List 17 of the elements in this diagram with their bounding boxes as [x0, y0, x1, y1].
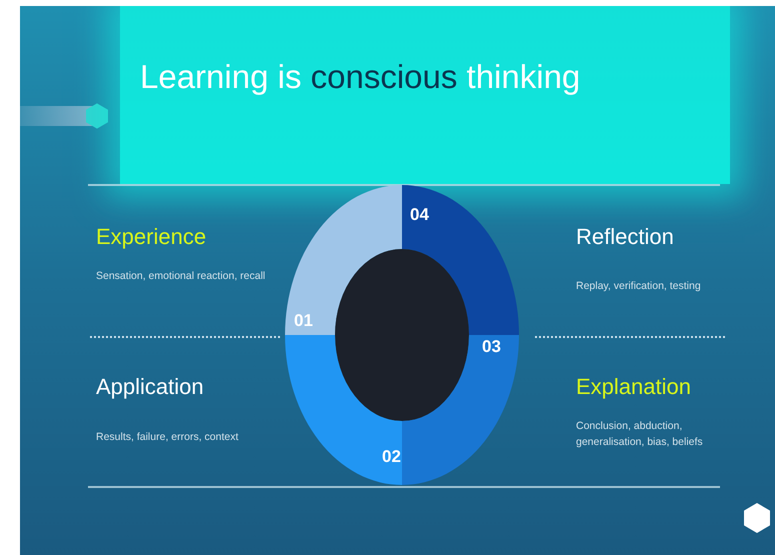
quadrant-description: Conclusion, abduction, generalisation, bias, beliefs — [576, 419, 704, 450]
quadrant-heading: Explanation — [576, 374, 691, 400]
step-number: 02 — [382, 447, 401, 467]
quadrant-description: Results, failure, errors, context — [96, 430, 240, 445]
quadrant-description: Replay, verification, testing — [576, 279, 702, 294]
ring-segment — [285, 185, 402, 335]
step-number: 04 — [410, 205, 429, 225]
quadrant-heading: Reflection — [576, 224, 674, 250]
step-number: 03 — [482, 337, 501, 357]
step-number: 01 — [294, 311, 313, 331]
ring-segment — [402, 185, 519, 335]
quadrant-heading: Experience — [96, 224, 206, 250]
ring-segment — [402, 335, 519, 485]
quadrant-description: Sensation, emotional reaction, recall — [96, 269, 266, 284]
quadrant-heading: Application — [96, 374, 204, 400]
ring-segment — [285, 335, 402, 485]
slide-title: Learning is conscious thinking — [140, 58, 580, 96]
